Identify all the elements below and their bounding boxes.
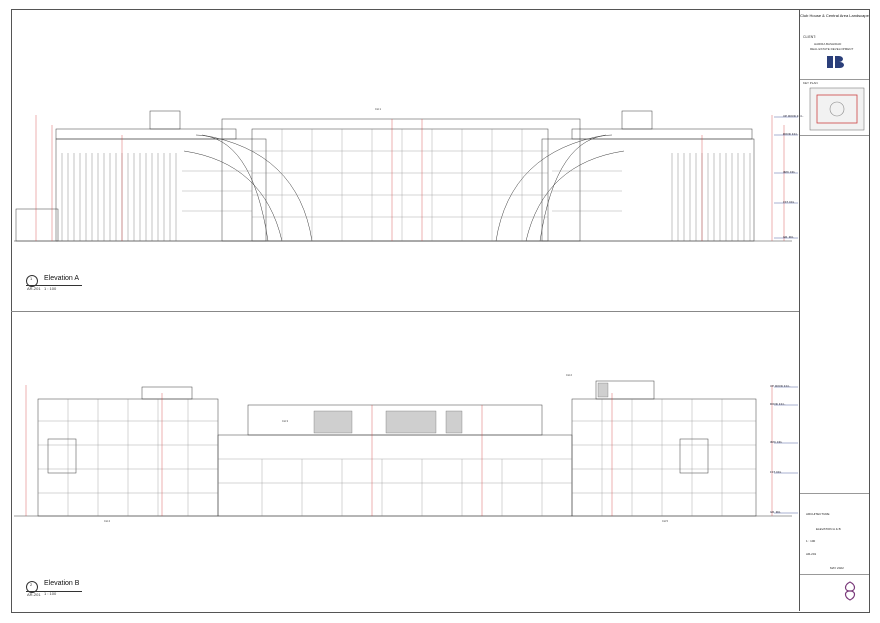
title-block: Club House & Central Area Landscape CLIE… [799,9,869,611]
sheet-footer [11,611,868,621]
elevation-b-reference-bubble [26,581,38,593]
elevation-b-drawing [14,380,798,517]
drawing-date: MAY 2022 [830,566,844,570]
elevation-a-level-2: ROOF F.F.L. [783,132,799,136]
elevation-a-drawing [14,110,798,242]
elevation-a-scale: 1 : 100 [44,286,57,291]
client-logo-icon [827,56,844,68]
elevation-a-title-underline [26,285,82,286]
elevation-a-level-5: GR. FFL [783,235,794,239]
elevation-b-level-2: ROOF F.F.L. [770,402,786,406]
project-discipline: ARCHITECTURE [806,512,830,516]
elevation-b-grid-tag-2: CH 3 [282,420,288,423]
key-plan-thumbnail [809,87,865,131]
elevation-a-reference-bubble [26,275,38,287]
elevation-b-scale: 1 : 100 [44,591,57,596]
drawing-scale: 1 : 100 [806,539,816,543]
consultant-logo-icon [844,581,856,601]
elevation-a-level-3: 3RD. FFL [783,170,796,174]
elevation-b-number: 2 [30,582,33,587]
title-block-rule-4 [800,574,869,575]
title-block-rule-2 [800,135,869,136]
elevation-b-level-3: 3RD. FFL [770,440,783,444]
drawing-number: AR-201 [806,552,817,556]
elevation-b-grid-tag-4: CH 5 [662,520,668,523]
project-title: Club House & Central Area Landscape [800,13,869,18]
client-name: HARIRA BASHIDAD [814,42,842,46]
elevation-divider [11,311,799,312]
elevation-a-level-1: UP. ROOF F.F.L. [783,114,804,118]
client-subtitle: REAL ESTATE DEVELOPMENT [810,47,854,51]
elevation-b-level-1: UP. ROOF F.F.L. [770,384,791,388]
elevation-a-number: 1 [30,276,33,281]
key-plan-label: KEY PLAN [803,81,818,85]
drawing-name: ELEVATION A & B [816,527,841,531]
elevation-a-sheet: AR-201 [27,286,41,291]
elevation-a-level-4: 1ST. FFL [783,200,795,204]
elevation-b-grid-tag-3: CH 4 [104,520,110,523]
elevation-b-title-underline [26,591,82,592]
elevation-b-title: Elevation B [44,580,80,587]
elevation-a-grid-tag: CH 1 [375,108,381,111]
client-label: CLIENT: [803,35,817,39]
title-block-rule-1 [800,79,869,80]
title-block-rule-3 [800,493,869,494]
elevation-b-grid-tag-1: CH 2 [566,374,572,377]
elevation-b-sheet: AR-201 [27,592,41,597]
elevation-b-level-4: 1ST. FFL [770,470,782,474]
elevation-b-level-5: GR. FFL [770,510,781,514]
elevation-a-title: Elevation A [44,275,80,282]
